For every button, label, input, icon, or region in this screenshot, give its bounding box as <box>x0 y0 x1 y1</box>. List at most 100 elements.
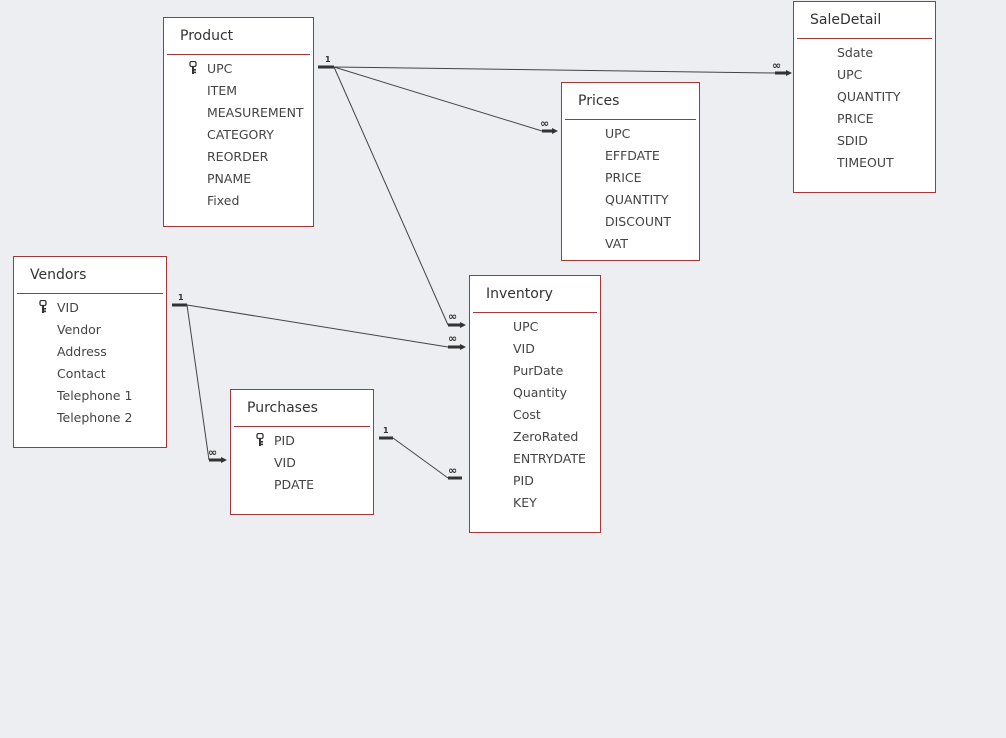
title-divider <box>797 38 932 39</box>
field-name: VID <box>274 455 296 470</box>
field-name: UPC <box>513 319 539 334</box>
field-row[interactable]: UPC <box>562 123 699 145</box>
field-row[interactable]: PID <box>470 470 600 492</box>
field-name: KEY <box>513 495 537 510</box>
field-name: ENTRYDATE <box>513 451 586 466</box>
title-divider <box>473 312 597 313</box>
field-row[interactable]: VID <box>231 452 373 474</box>
table-title[interactable]: Vendors <box>30 267 87 283</box>
primary-key-icon <box>256 433 264 446</box>
field-row[interactable]: KEY <box>470 492 600 514</box>
field-row[interactable]: PNAME <box>164 168 313 190</box>
relationship-line <box>333 66 776 74</box>
field-name: VID <box>513 341 535 356</box>
field-row[interactable]: ITEM <box>164 80 313 102</box>
field-row[interactable]: PurDate <box>470 360 600 382</box>
field-row[interactable]: PID <box>231 430 373 452</box>
relationship-line <box>186 304 449 348</box>
cardinality-one: 1 <box>325 55 331 64</box>
cardinality-many: ∞ <box>448 310 457 323</box>
field-row[interactable]: CATEGORY <box>164 124 313 146</box>
field-name: Quantity <box>513 385 568 400</box>
field-row[interactable]: EFFDATE <box>562 145 699 167</box>
field-row[interactable]: DISCOUNT <box>562 211 699 233</box>
table-prices[interactable]: Prices UPC EFFDATE PRICE QUANTITY DISCOUNT VA… <box>561 82 700 261</box>
field-row[interactable]: ZeroRated <box>470 426 600 448</box>
field-name: Fixed <box>207 193 240 208</box>
field-list: PID VID PDATE <box>231 430 373 496</box>
table-product[interactable]: Product UPC ITEM MEASUREMENT CATEGORY REORDE… <box>163 17 314 227</box>
field-name: UPC <box>207 61 233 76</box>
arrow-head <box>460 344 466 350</box>
field-row[interactable]: Cost <box>470 404 600 426</box>
field-name: VAT <box>605 236 628 251</box>
field-name: Contact <box>57 366 106 381</box>
field-name: VID <box>57 300 79 315</box>
table-purchases[interactable]: Purchases PID VID PDATE <box>230 389 374 515</box>
field-row[interactable]: Vendor <box>14 319 166 341</box>
field-row[interactable]: VID <box>470 338 600 360</box>
field-name: SDID <box>837 133 868 148</box>
table-title[interactable]: Product <box>180 28 234 44</box>
arrow-head <box>221 457 227 463</box>
title-divider <box>17 293 163 294</box>
cardinality-one: 1 <box>178 293 184 302</box>
field-row[interactable]: TIMEOUT <box>794 152 935 174</box>
table-title[interactable]: Prices <box>578 93 620 109</box>
field-name: PRICE <box>605 170 642 185</box>
field-name: QUANTITY <box>605 192 669 207</box>
field-row[interactable]: QUANTITY <box>562 189 699 211</box>
field-row[interactable]: UPC <box>794 64 935 86</box>
field-row[interactable]: UPC <box>470 316 600 338</box>
table-title[interactable]: Purchases <box>247 400 318 416</box>
field-row[interactable]: Telephone 2 <box>14 407 166 429</box>
field-name: ITEM <box>207 83 238 98</box>
primary-key-icon <box>39 300 47 313</box>
field-row[interactable]: Quantity <box>470 382 600 404</box>
field-name: Telephone 2 <box>57 410 133 425</box>
field-name: EFFDATE <box>605 148 660 163</box>
cardinality-many: ∞ <box>208 446 217 459</box>
field-name: Address <box>57 344 107 359</box>
field-row[interactable]: Sdate <box>794 42 935 64</box>
field-row[interactable]: Contact <box>14 363 166 385</box>
field-name: PID <box>274 433 295 448</box>
field-name: MEASUREMENT <box>207 105 304 120</box>
arrow-head <box>786 70 792 76</box>
field-row[interactable]: VID <box>14 297 166 319</box>
relationship-line <box>186 304 210 461</box>
title-divider <box>234 426 370 427</box>
field-row[interactable]: REORDER <box>164 146 313 168</box>
table-title[interactable]: Inventory <box>486 286 553 302</box>
field-row[interactable]: PRICE <box>562 167 699 189</box>
field-name: ZeroRated <box>513 429 579 444</box>
field-row[interactable]: ENTRYDATE <box>470 448 600 470</box>
relationship-line <box>333 66 543 132</box>
table-title[interactable]: SaleDetail <box>810 12 882 28</box>
field-row[interactable]: QUANTITY <box>794 86 935 108</box>
cardinality-one: 1 <box>383 426 389 435</box>
field-name: Vendor <box>57 322 101 337</box>
field-row[interactable]: Telephone 1 <box>14 385 166 407</box>
field-row[interactable]: VAT <box>562 233 699 255</box>
field-row[interactable]: Address <box>14 341 166 363</box>
field-row[interactable]: MEASUREMENT <box>164 102 313 124</box>
field-row[interactable]: SDID <box>794 130 935 152</box>
field-row[interactable]: Fixed <box>164 190 313 212</box>
field-row[interactable]: PDATE <box>231 474 373 496</box>
field-row[interactable]: UPC <box>164 58 313 80</box>
field-name: CATEGORY <box>207 127 274 142</box>
field-name: REORDER <box>207 149 269 164</box>
field-name: UPC <box>605 126 631 141</box>
cardinality-many: ∞ <box>448 332 457 345</box>
field-name: Sdate <box>837 45 874 60</box>
field-row[interactable]: PRICE <box>794 108 935 130</box>
field-name: Cost <box>513 407 541 422</box>
